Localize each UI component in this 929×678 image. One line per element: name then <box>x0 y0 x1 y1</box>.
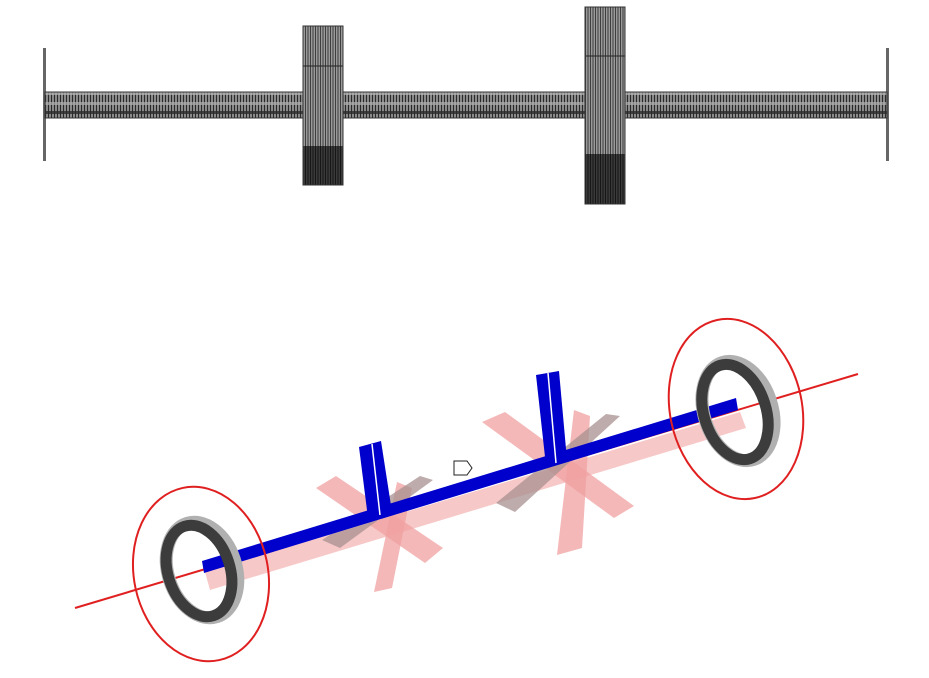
shaft-shadow <box>205 412 746 590</box>
side-elevation-view <box>43 6 889 205</box>
isometric-view <box>74 317 859 663</box>
orbit-right <box>667 317 805 501</box>
bearing-left <box>131 485 271 663</box>
disk-2-mesh <box>584 6 626 205</box>
disk-1-mesh <box>302 25 344 186</box>
shaft-mesh <box>44 91 888 119</box>
bearing-right <box>667 317 805 501</box>
disk-1 <box>359 441 392 518</box>
shaft <box>202 398 738 573</box>
disk-2 <box>536 371 567 466</box>
pointer-icon <box>453 460 473 476</box>
orbit-left <box>131 485 271 663</box>
